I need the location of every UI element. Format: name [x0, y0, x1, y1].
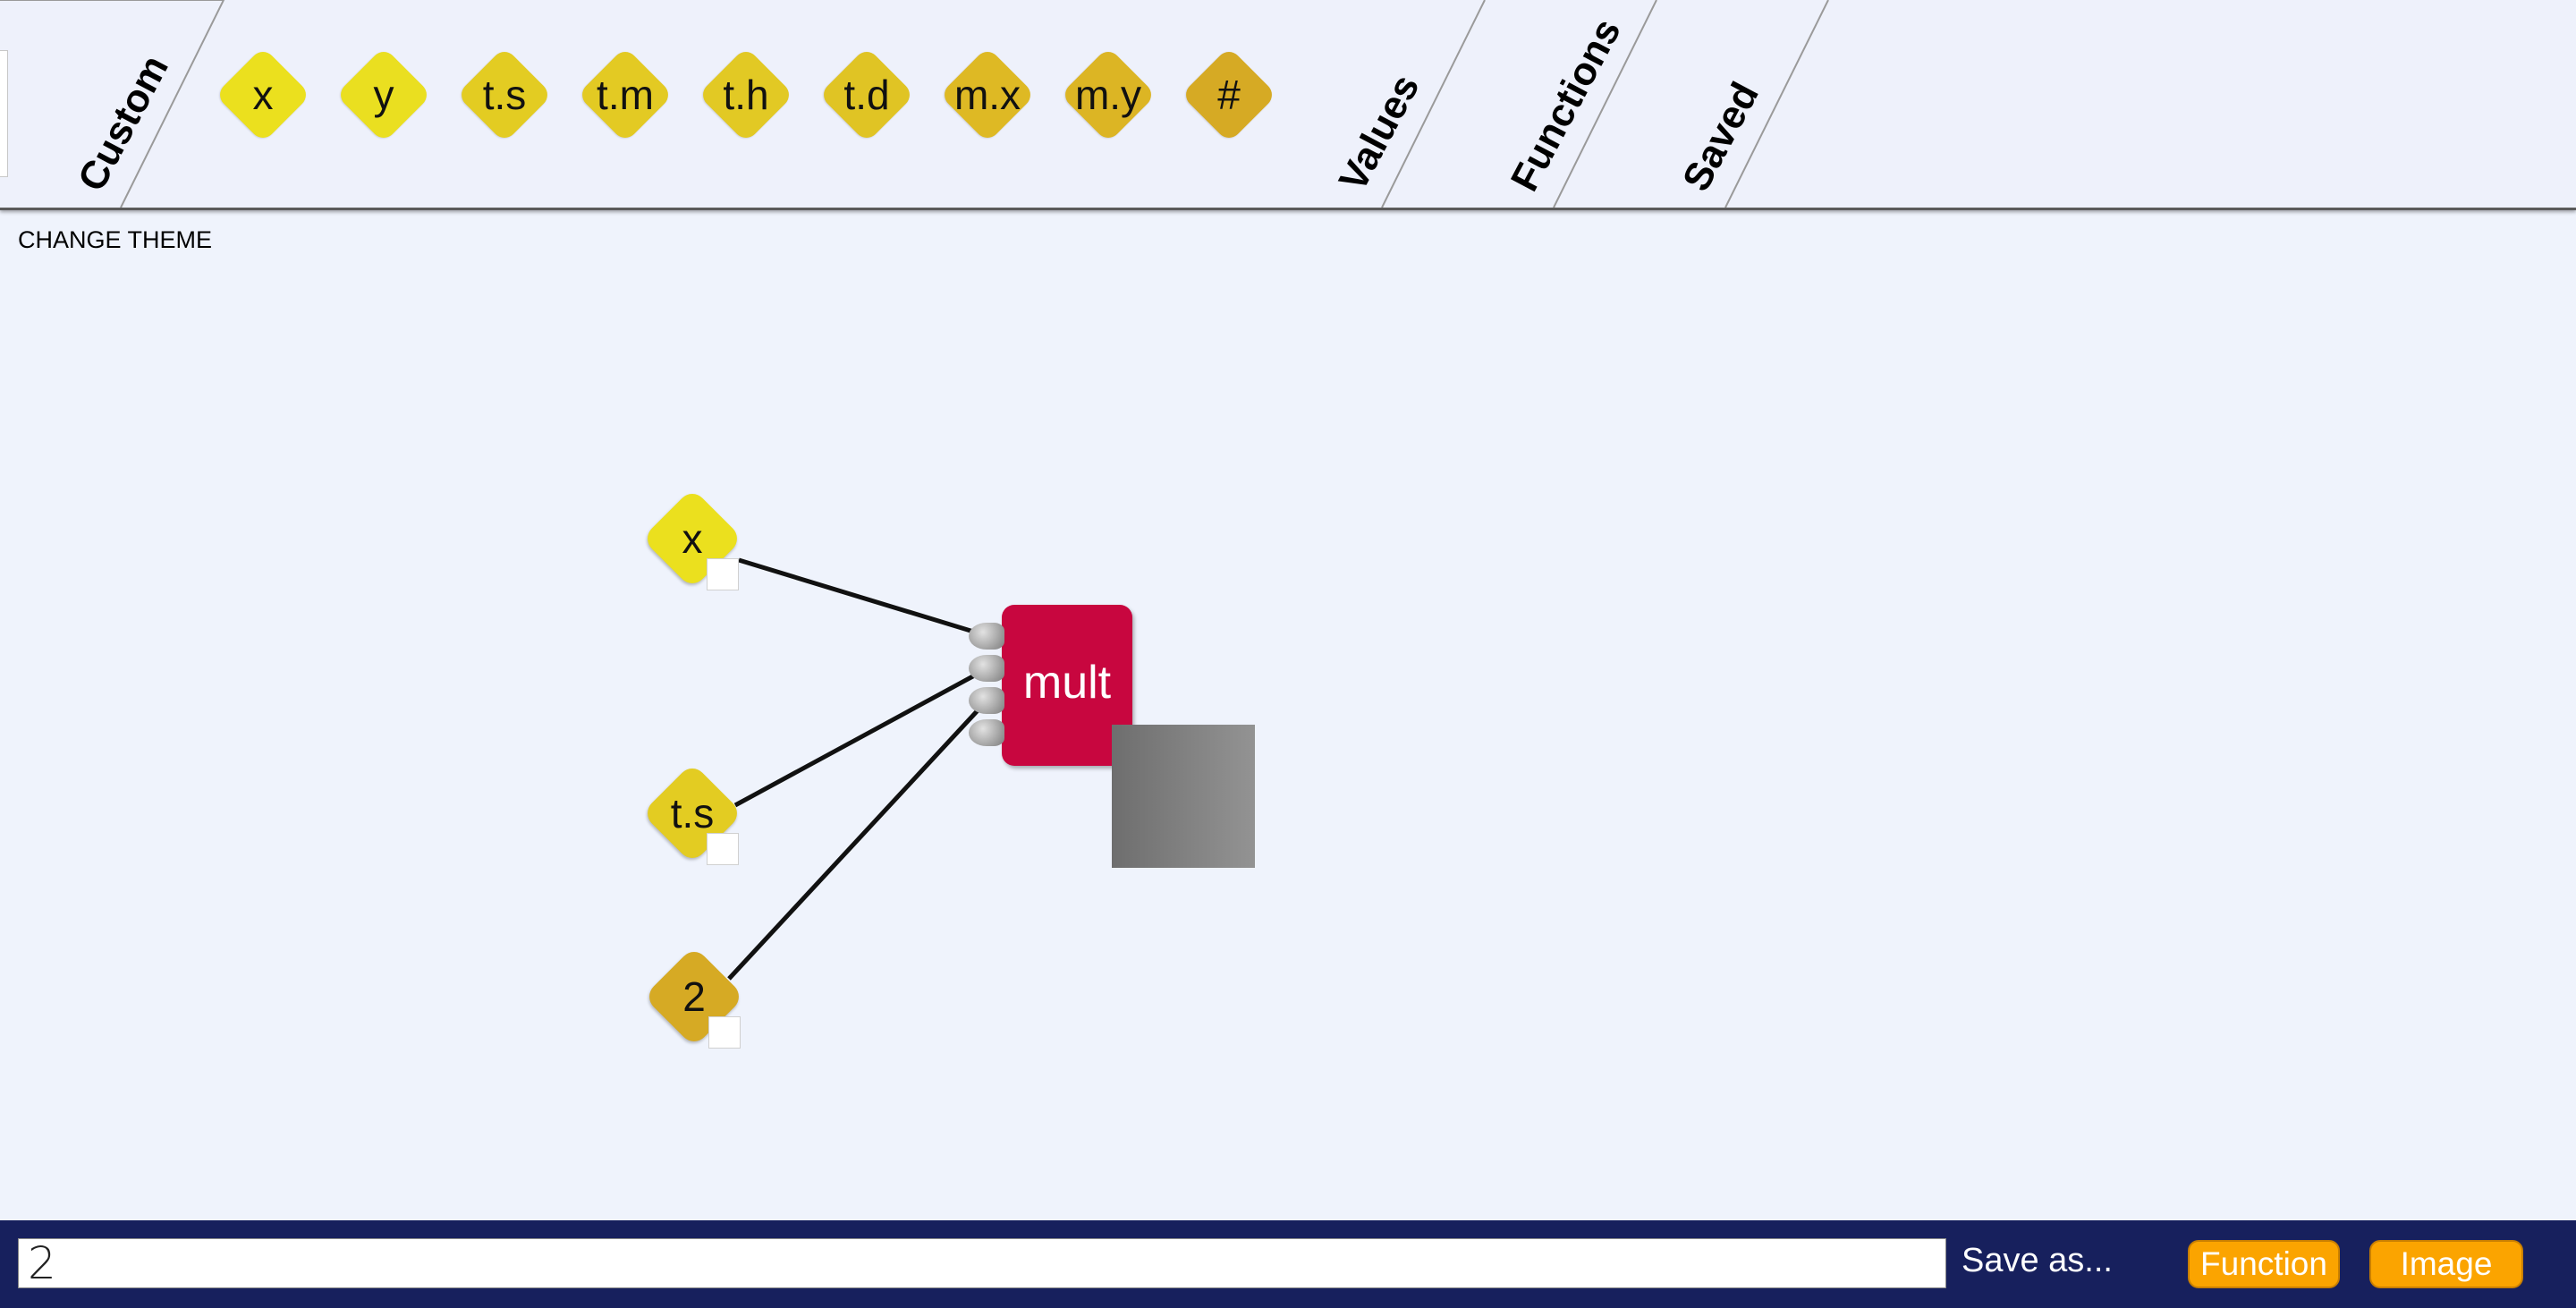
- node-x[interactable]: x: [640, 487, 748, 594]
- input-port-1[interactable]: [969, 623, 1004, 650]
- expression-input[interactable]: [18, 1238, 1946, 1288]
- wire-ts-to-mult: [733, 670, 981, 808]
- bottom-bar: Save as... Function Image: [0, 1220, 2576, 1308]
- left-panel-edge: [0, 50, 8, 177]
- input-port-3[interactable]: [969, 687, 1004, 714]
- tab-dividers: [0, 0, 1829, 208]
- value-button-t-s[interactable]: t.s: [454, 45, 555, 145]
- value-button-t-m[interactable]: t.m: [575, 45, 675, 145]
- wire-x-to-mult: [738, 557, 980, 636]
- value-button-x[interactable]: x: [213, 45, 313, 145]
- function-button[interactable]: Function: [2188, 1240, 2340, 1288]
- function-node-mult[interactable]: mult: [1002, 605, 1132, 766]
- node-t-s[interactable]: t.s: [640, 761, 748, 869]
- input-port-2[interactable]: [969, 655, 1004, 682]
- value-button-number[interactable]: #: [1179, 45, 1279, 145]
- save-as-button[interactable]: Save as...: [1962, 1242, 2113, 1279]
- toolbar: Custom Values Functions Saved x y t.s t.…: [0, 0, 2576, 210]
- change-theme-link[interactable]: CHANGE THEME: [18, 226, 213, 253]
- node-output-handle[interactable]: [708, 1016, 741, 1049]
- node-output-handle[interactable]: [707, 833, 739, 865]
- value-button-y[interactable]: y: [334, 45, 434, 145]
- value-button-m-y[interactable]: m.y: [1058, 45, 1158, 145]
- connection-wires: [727, 557, 981, 981]
- value-button-t-h[interactable]: t.h: [696, 45, 796, 145]
- image-button[interactable]: Image: [2369, 1240, 2523, 1288]
- value-button-t-d[interactable]: t.d: [817, 45, 917, 145]
- value-button-m-x[interactable]: m.x: [937, 45, 1038, 145]
- node-output-handle[interactable]: [707, 558, 739, 590]
- node-constant-2[interactable]: 2: [642, 945, 750, 1052]
- input-port-4[interactable]: [969, 719, 1004, 746]
- wire-2-to-mult: [727, 707, 981, 981]
- output-preview: [1112, 725, 1255, 868]
